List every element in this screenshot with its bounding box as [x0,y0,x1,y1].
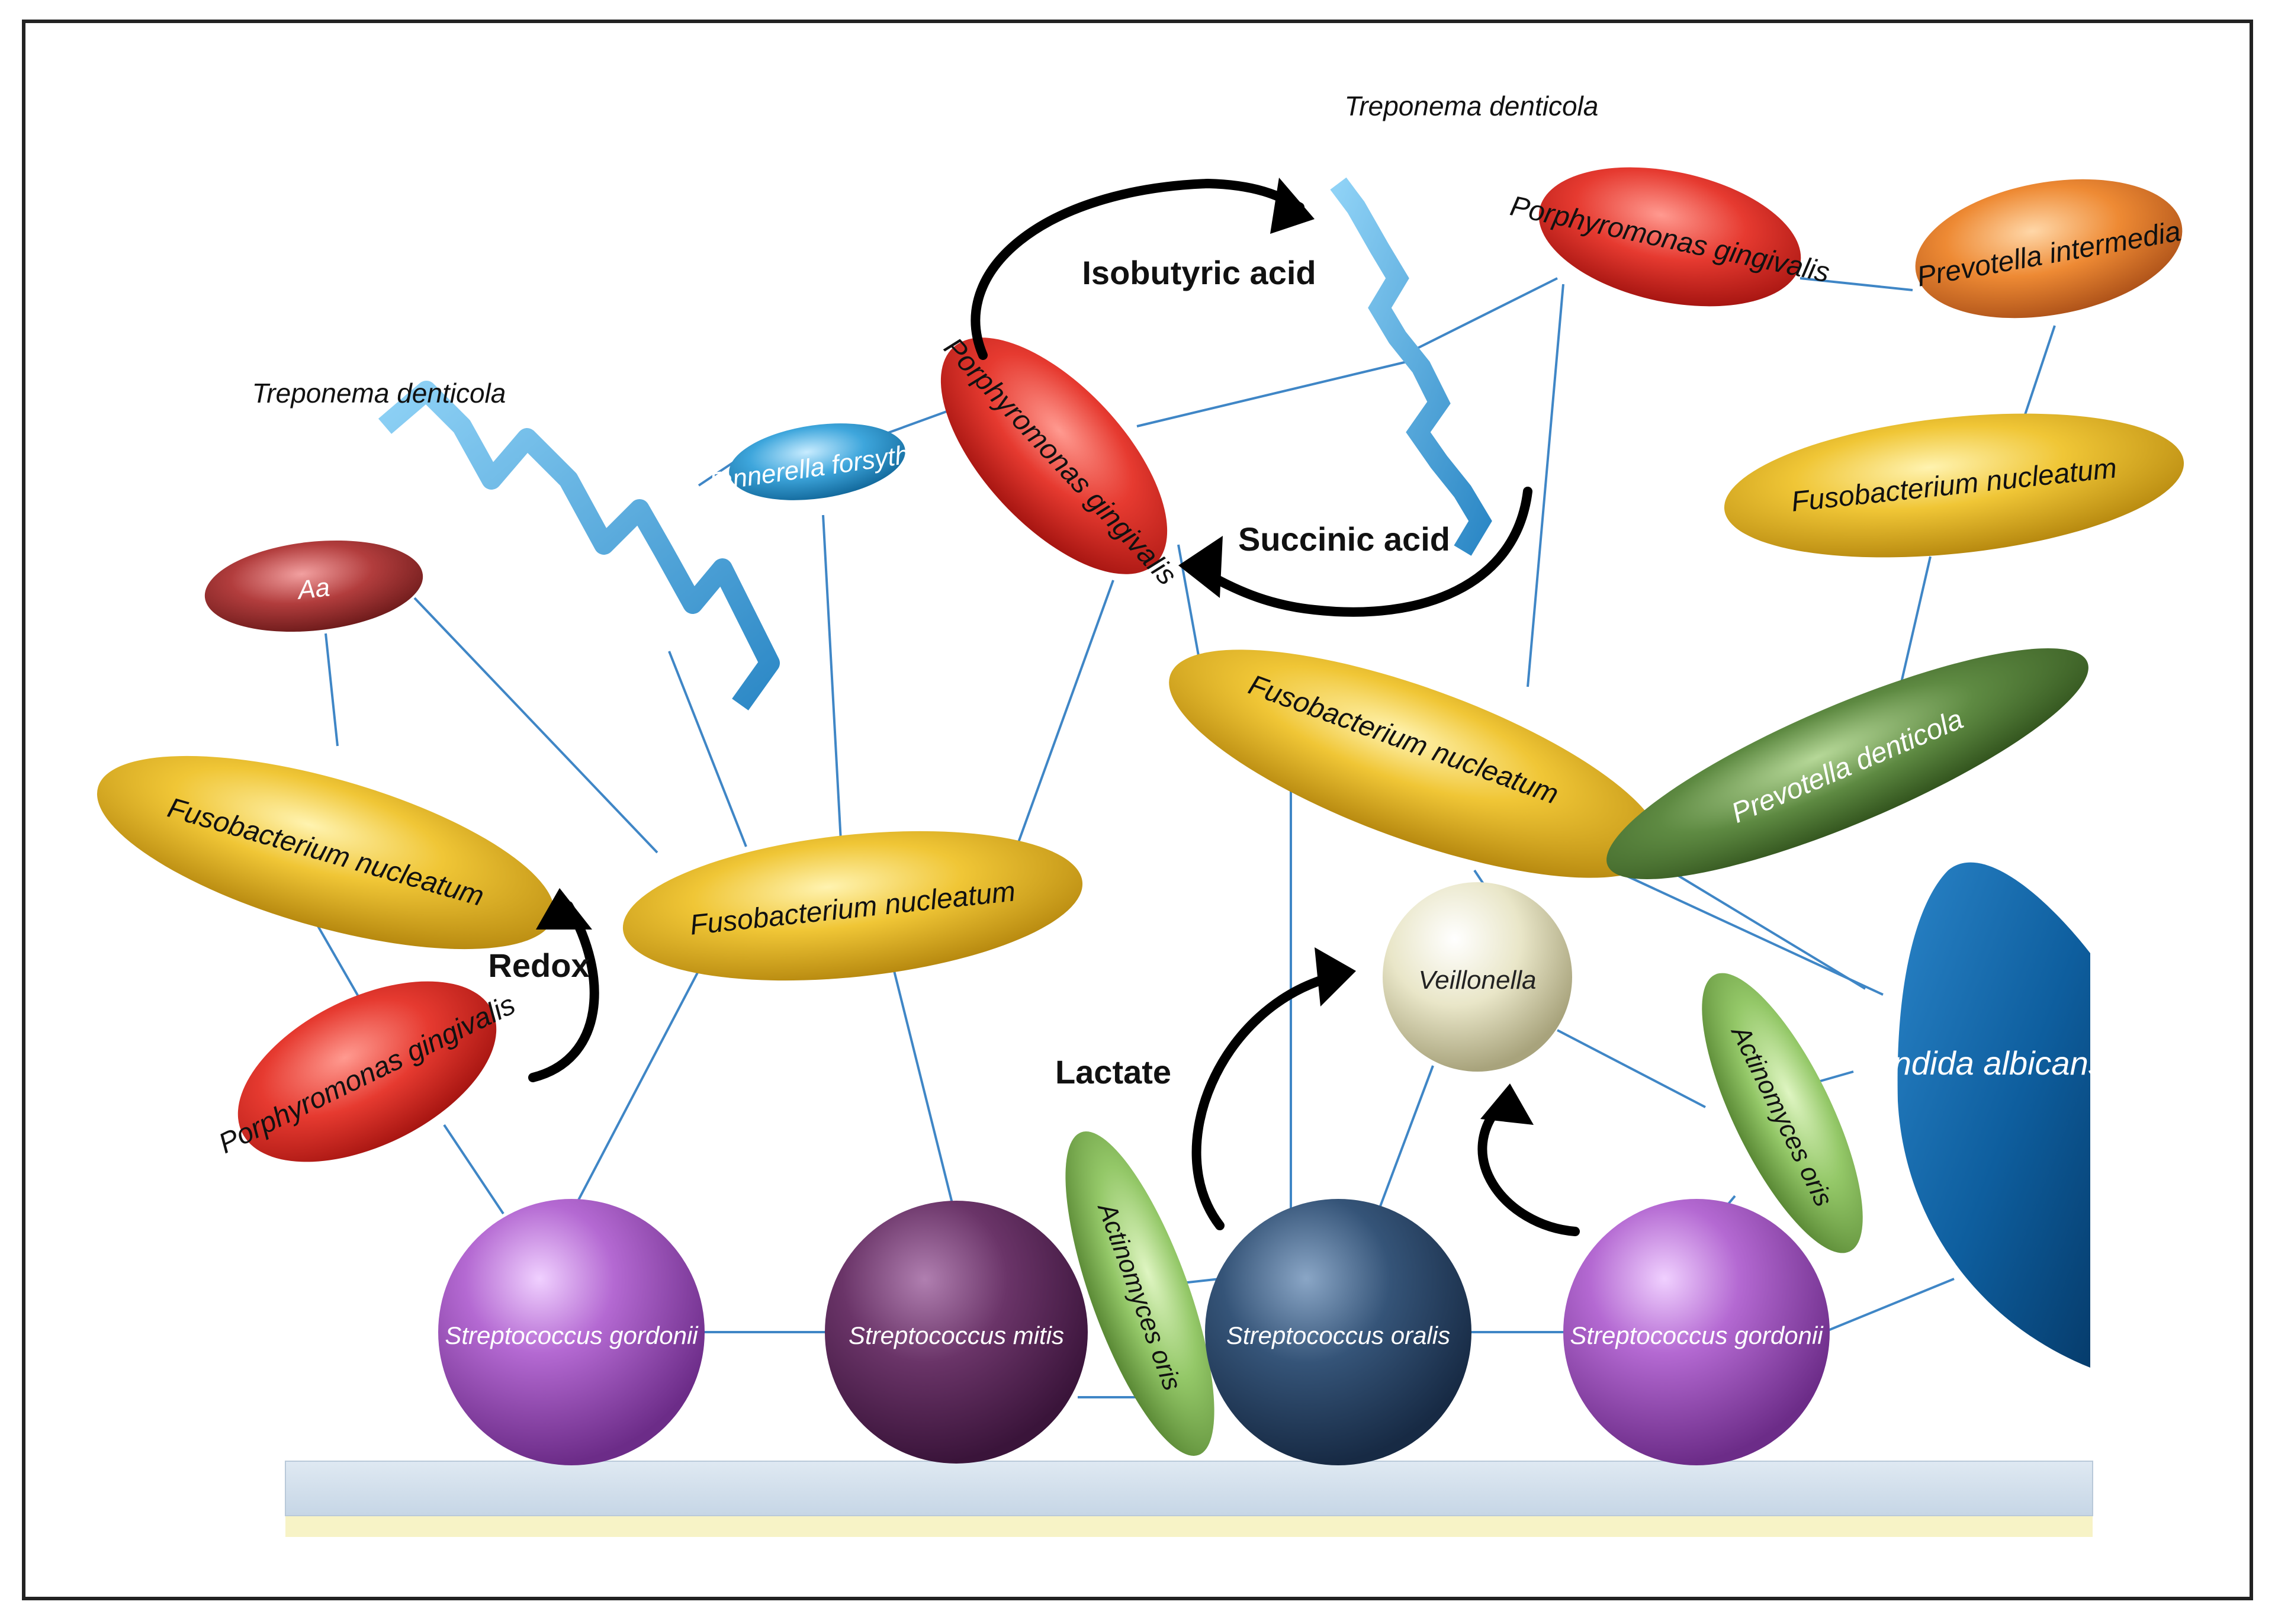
veillonella-label: Veillonella [1419,966,1537,995]
strep-mitis-label: Streptococcus mitis [849,1321,1064,1349]
arrow-heads [536,178,1534,1125]
redox-label: Redox [488,947,589,984]
pg-left-cell [237,981,497,1162]
aa-label: Aa [295,573,332,605]
lactate-label: Lactate [1055,1053,1171,1091]
veillonella-cell [1383,882,1572,1072]
strep-gordonii-left-label: Streptococcus gordonii [445,1321,699,1349]
link [1403,277,1558,356]
fuso-left-cell [97,755,555,950]
lactate-arrow [1191,972,1337,1230]
link [2024,325,2056,415]
strep-gordonii-left-cell [438,1199,705,1465]
link [1800,277,1913,291]
metabolic-arrows [528,178,1580,1236]
prevotella-denticola-cell [1606,648,2088,880]
fuso-center-cell [622,831,1083,981]
tooth-surface [285,1461,2093,1516]
isobutyric-arrow [971,178,1304,360]
candida-label: Candida albicans [1850,1044,2105,1082]
link [822,514,842,841]
lactate-arrowhead [1315,947,1356,1006]
prevotella-intermedia-cell [1915,179,2183,319]
link [573,959,706,1208]
link [443,1124,505,1215]
link [668,651,747,847]
tannerella-cell [729,423,905,500]
treponema-left-shape [378,381,780,710]
fuso-right-top-cell [1724,413,2184,558]
link [413,597,658,854]
isobutyric-label: Isobutyric acid [1082,254,1316,291]
pg-top-right-cell [1538,167,1801,307]
strep-oralis-cell [1205,1199,1471,1465]
link [1527,284,1564,687]
succinic-label: Succinic acid [1238,520,1450,558]
redox-arrow [528,901,599,1082]
link [324,633,339,747]
link [1557,1029,1706,1108]
pg-center-cell [940,337,1168,574]
link [1379,1065,1434,1208]
treponema-top-shape [1330,177,1492,556]
veillonella-arrowhead [1480,1083,1534,1125]
strep-mitis-cell [825,1201,1088,1464]
treponema-left-label: Treponema denticola [252,378,506,409]
succinic-arrow [1191,487,1532,617]
strep-gordonii-right-cell [1563,1199,1830,1465]
link [893,970,955,1208]
aa-cell [204,540,423,632]
veillonella-arrow [1477,1096,1580,1236]
link [1136,360,1410,427]
strep-gordonii-right-label: Streptococcus gordonii [1570,1321,1824,1349]
succinic-arrowhead [1178,536,1223,598]
actino-right-cell [1702,973,1863,1253]
candida-cell [1897,862,2090,1368]
link [1823,1278,1955,1333]
actino-bottom-cell [1065,1131,1214,1456]
link [1011,580,1114,859]
isobutyric-arrowhead [1270,178,1315,234]
redox-arrowhead [536,888,592,930]
fuso-mid-right-cell [1169,649,1662,878]
strep-oralis-label: Streptococcus oralis [1226,1321,1450,1349]
treponema-top-label: Treponema denticola [1345,91,1599,121]
